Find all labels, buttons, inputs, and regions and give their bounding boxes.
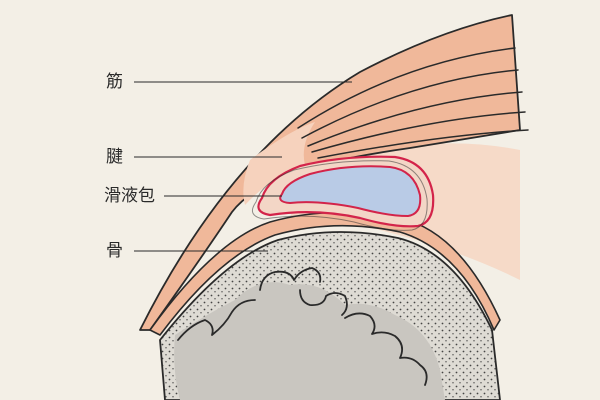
label-tendon: 腱 (106, 147, 123, 167)
label-bursa: 滑液包 (104, 186, 155, 206)
periosteum-layer (149, 211, 501, 336)
marrow-outline (177, 267, 428, 386)
muscle-tendon-shape (139, 14, 521, 331)
bursa-inner-cavity (279, 165, 422, 218)
label-bone: 骨 (106, 241, 123, 261)
leader-lines (134, 81, 352, 252)
bone-marrow (174, 282, 445, 400)
tendon-region (243, 122, 315, 205)
muscle-fibers (297, 47, 529, 159)
label-muscle: 筋 (106, 72, 123, 92)
